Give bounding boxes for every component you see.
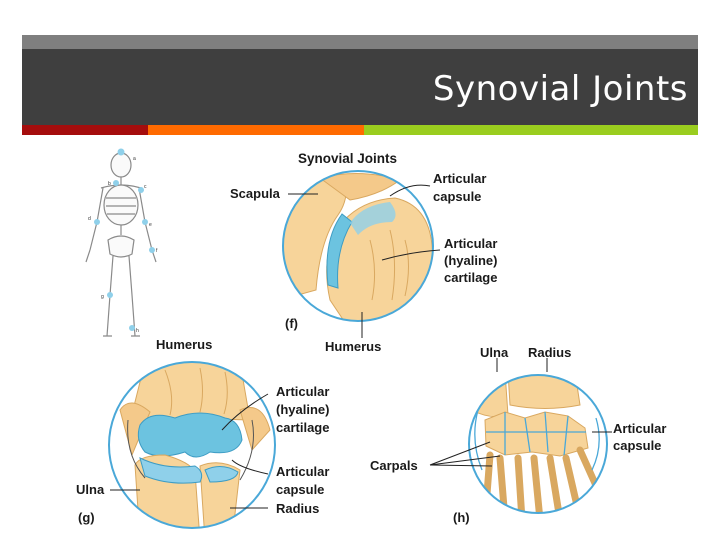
label-h-capsule-line1: Articular <box>613 421 666 436</box>
panel-h-tag: (h) <box>453 510 470 525</box>
label-h-radius: Radius <box>528 345 571 360</box>
label-f-cartilage-line3: cartilage <box>444 270 497 285</box>
label-g-cartilage-line2: (hyaline) <box>276 402 329 417</box>
label-scapula: Scapula <box>230 186 281 201</box>
label-h-carpals: Carpals <box>370 458 418 473</box>
label-g-humerus: Humerus <box>156 337 212 352</box>
skeleton-illustration <box>85 152 157 337</box>
skeleton-joint-markers <box>94 148 155 331</box>
marker-letter-a: a <box>133 156 136 162</box>
figure-title: Synovial Joints <box>298 151 397 166</box>
label-g-capsule-line1: Articular <box>276 464 329 479</box>
label-h-capsule-line2: capsule <box>613 438 661 453</box>
label-f-cartilage-line1: Articular <box>444 236 497 251</box>
label-h-ulna: Ulna <box>480 345 509 360</box>
label-f-humerus: Humerus <box>325 339 381 354</box>
wrist-joint-illustration <box>468 374 608 514</box>
slide-title: Synovial Joints <box>432 69 688 109</box>
label-g-cartilage-line3: cartilage <box>276 420 329 435</box>
skeleton-marker-letters: a b c d e f g h <box>88 156 158 334</box>
marker-letter-b: b <box>108 181 111 187</box>
marker-letter-c: c <box>144 184 147 190</box>
accent-stripe-green <box>364 125 698 135</box>
marker-letter-e: e <box>149 222 152 228</box>
elbow-joint-illustration <box>108 361 276 529</box>
label-g-cartilage-line1: Articular <box>276 384 329 399</box>
panel-g-tag: (g) <box>78 510 95 525</box>
leader-lines <box>110 184 612 509</box>
title-bar: Synovial Joints <box>22 49 698 125</box>
marker-letter-h: h <box>136 328 139 334</box>
marker-letter-g: g <box>101 294 104 300</box>
panel-h-labels: Ulna Radius Carpals Articular capsule (h… <box>370 345 666 525</box>
label-g-ulna: Ulna <box>76 482 105 497</box>
accent-stripe-red <box>22 125 148 135</box>
label-g-radius: Radius <box>276 501 319 516</box>
label-f-cartilage-line2: (hyaline) <box>444 253 497 268</box>
panel-g-labels: Humerus Articular (hyaline) cartilage Ar… <box>76 337 329 525</box>
marker-letter-d: d <box>88 216 91 222</box>
label-g-capsule-line2: capsule <box>276 482 324 497</box>
accent-stripe-orange <box>148 125 364 135</box>
label-f-capsule-line1: Articular <box>433 171 486 186</box>
panel-f-tag: (f) <box>285 316 298 331</box>
shoulder-joint-illustration <box>282 170 434 322</box>
panel-f-labels: Scapula Articular capsule Articular (hya… <box>230 171 497 354</box>
label-f-capsule-line2: capsule <box>433 189 481 204</box>
marker-letter-f: f <box>156 248 158 254</box>
title-top-strip <box>22 35 698 49</box>
